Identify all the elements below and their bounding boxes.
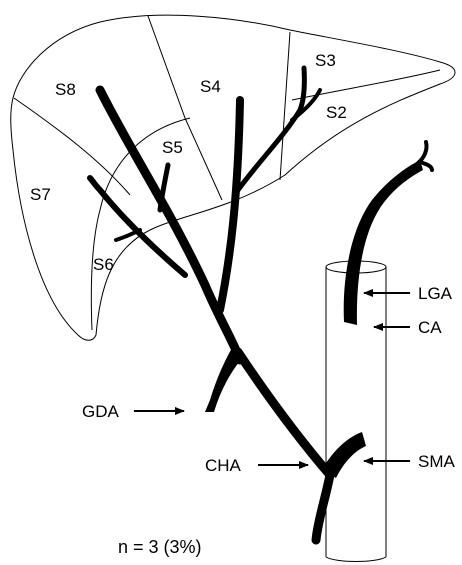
lga-vessel xyxy=(344,160,423,325)
segment-label-s6: S6 xyxy=(93,255,114,274)
segment-label-s5: S5 xyxy=(162,138,183,157)
segment-label-s3: S3 xyxy=(315,51,336,70)
cha-vessel xyxy=(238,352,330,475)
segment-line-s3-s2 xyxy=(292,70,440,100)
vessel-label-gda: GDA xyxy=(82,402,120,421)
vessel-label-lga: LGA xyxy=(418,284,453,303)
vessel-label-ca: CA xyxy=(418,318,442,337)
segment-line-s4-s3 xyxy=(280,32,290,180)
segment-label-s7: S7 xyxy=(30,185,51,204)
segment-label-s4: S4 xyxy=(200,77,221,96)
hepatic-trunk xyxy=(100,90,240,360)
vessel-label-cha: CHA xyxy=(205,456,242,475)
trunk-lower xyxy=(316,475,330,540)
s2s3-branch xyxy=(238,68,304,190)
aorta-bottom xyxy=(326,557,386,562)
case-count-note: n = 3 (3%) xyxy=(118,537,202,557)
segment-label-s8: S8 xyxy=(55,80,76,99)
segment-label-s2: S2 xyxy=(326,103,347,122)
gda-vessel xyxy=(205,348,244,412)
segment-line-s8-s4 xyxy=(148,16,222,200)
vessel-label-sma: SMA xyxy=(418,452,456,471)
